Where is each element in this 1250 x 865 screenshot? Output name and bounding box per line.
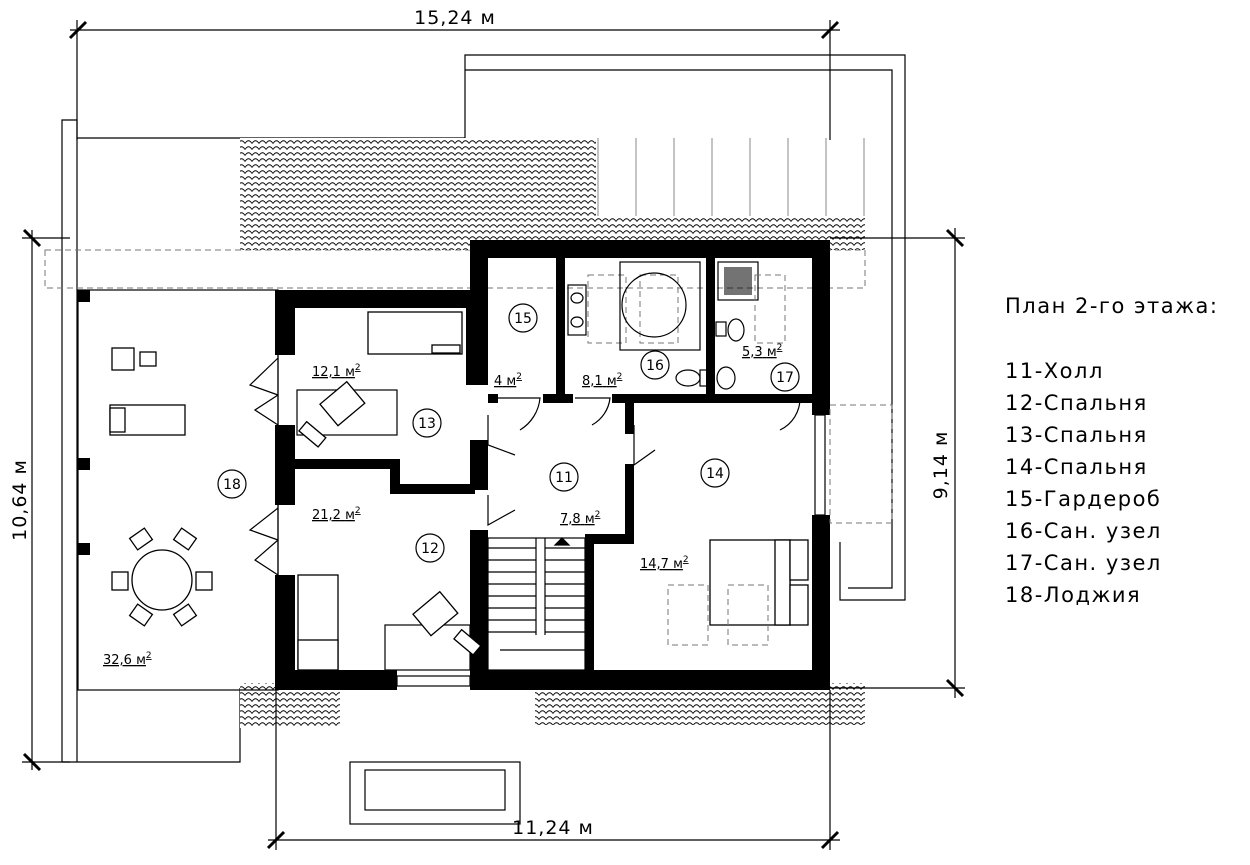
- dimension-top-label: 15,24 м: [414, 7, 496, 29]
- room-18-marker: 18: [217, 469, 247, 499]
- room-number: 13: [418, 416, 436, 432]
- legend-item: 13-Спальня: [1005, 423, 1148, 447]
- room-number: 11: [555, 470, 573, 486]
- room-15-marker: 15: [508, 303, 538, 333]
- dimension-bottom-label: 11,24 м: [512, 817, 594, 839]
- skylight-panels: [597, 138, 865, 216]
- room-number: 14: [706, 466, 724, 482]
- room-12-marker: 12: [415, 533, 445, 563]
- dimension-right: 9,14 м: [830, 228, 965, 698]
- legend-item: 15-Гардероб: [1005, 487, 1161, 511]
- legend-item: 11-Холл: [1005, 359, 1104, 383]
- room-number: 12: [421, 541, 439, 557]
- legend-title: План 2-го этажа:: [1005, 294, 1218, 318]
- room-16-marker: 16: [640, 350, 670, 380]
- area-17: 5,3 м2: [742, 343, 782, 360]
- room-number-labels: 11 12 13 14 15 16 17 18: [217, 303, 800, 563]
- room-11-marker: 11: [549, 462, 579, 492]
- area-15: 4 м2: [494, 372, 522, 389]
- area-11: 7,8 м2: [560, 510, 600, 527]
- legend-item: 17-Сан. узел: [1005, 551, 1162, 575]
- area-14: 14,7 м2: [640, 555, 689, 572]
- area-16: 8,1 м2: [582, 372, 622, 389]
- dimension-top: 15,24 м: [68, 7, 840, 140]
- staircase: [487, 537, 586, 671]
- room-17-marker: 17: [770, 362, 800, 392]
- dimension-left-label: 10,64 м: [9, 459, 31, 541]
- room-number: 15: [514, 311, 532, 327]
- dimension-right-label: 9,14 м: [930, 431, 952, 500]
- dimension-bottom: 11,24 м: [266, 690, 840, 850]
- walls: [275, 240, 830, 690]
- room-14-marker: 14: [700, 458, 730, 488]
- room-13-marker: 13: [412, 408, 442, 438]
- doors: [248, 355, 801, 576]
- area-12: 21,2 м2: [312, 506, 361, 523]
- area-13: 12,1 м2: [312, 363, 361, 380]
- room-number: 17: [776, 370, 794, 386]
- legend-item: 16-Сан. узел: [1005, 519, 1162, 543]
- room-number: 16: [646, 358, 664, 374]
- legend-item: 12-Спальня: [1005, 391, 1148, 415]
- legend-item: 14-Спальня: [1005, 455, 1148, 479]
- room-area-labels: 7,8 м2 21,2 м2 12,1 м2 14,7 м2 4 м2 8,1 …: [103, 343, 782, 668]
- roof-tiles: [240, 138, 868, 728]
- dimension-left: 10,64 м: [9, 228, 70, 772]
- windows: [396, 404, 893, 687]
- loggia-outline: [77, 289, 279, 691]
- furniture: [109, 261, 809, 671]
- legend: План 2-го этажа: 11-Холл 12-Спальня 13-С…: [1005, 294, 1218, 607]
- room-number: 18: [223, 477, 241, 493]
- area-18: 32,6 м2: [103, 651, 152, 668]
- legend-item: 18-Лоджия: [1005, 583, 1141, 607]
